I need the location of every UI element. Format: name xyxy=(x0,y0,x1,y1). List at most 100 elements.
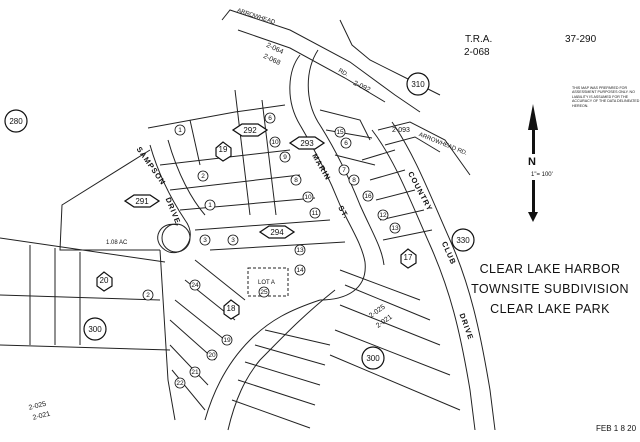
svg-text:12: 12 xyxy=(379,212,387,219)
parcel-291-boundary xyxy=(59,149,160,251)
arrowhead-rd-mid-north xyxy=(377,121,471,176)
block-20-hex xyxy=(96,271,113,292)
lot-line-f xyxy=(171,369,206,411)
svg-text:6: 6 xyxy=(344,140,348,147)
block-vertical-3 xyxy=(189,119,201,166)
lot-line-e xyxy=(169,344,209,386)
scale-note: 1"= 100' xyxy=(531,172,553,178)
svg-text:21: 21 xyxy=(191,369,199,376)
svg-text:22: 22 xyxy=(176,380,184,387)
acreage-label: 1.08 AC xyxy=(106,240,128,246)
page-310-circle xyxy=(406,72,430,96)
block-291-hex xyxy=(123,194,161,208)
page-310-label: 310 xyxy=(411,80,425,89)
north-label: N xyxy=(528,156,536,168)
block-hexagons: 292 293 291 294 19 18 17 20 xyxy=(96,123,417,320)
block-294-label: 294 xyxy=(270,228,284,237)
east-lot-4 xyxy=(379,209,425,221)
date-stamp: FEB 1 8 20 xyxy=(596,424,637,433)
east-lot-5 xyxy=(382,229,433,241)
block-293-row2 xyxy=(334,154,376,166)
svg-text:16: 16 xyxy=(364,193,372,200)
marin-street-east-edge xyxy=(307,49,385,266)
tra-code-mid: 2-093 xyxy=(392,127,410,134)
arrowhead-rd-mid-south xyxy=(384,136,441,153)
page-300-south-label: 300 xyxy=(366,354,380,363)
country-club-drive-west-edge xyxy=(371,129,476,431)
svg-text:3: 3 xyxy=(203,237,207,244)
svg-text:1: 1 xyxy=(208,202,212,209)
block-18-hex xyxy=(223,299,240,320)
lot-line-c xyxy=(174,299,226,341)
block-292-label: 292 xyxy=(243,126,257,135)
block-292-row3 xyxy=(179,197,316,211)
block-20-label: 20 xyxy=(100,276,109,285)
block-19-hex xyxy=(215,141,232,162)
parcel-numbers: 1 6 10 9 8 10 11 15 6 7 8 16 12 13 2 1 3… xyxy=(146,115,399,387)
page-reference: 37-290 xyxy=(565,34,597,45)
tra-label: T.R.A. xyxy=(465,34,493,45)
block-292-row2 xyxy=(169,174,301,191)
block-294-row xyxy=(209,241,346,251)
block-18-label: 18 xyxy=(227,304,236,313)
svg-text:13: 13 xyxy=(391,225,399,232)
east-lot-1 xyxy=(361,149,396,161)
svg-text:10: 10 xyxy=(304,194,312,201)
svg-text:7: 7 xyxy=(342,167,346,174)
block-291-label: 291 xyxy=(135,197,149,206)
east-lot-2 xyxy=(369,169,406,181)
svg-text:10: 10 xyxy=(271,139,279,146)
lot-line-a xyxy=(194,259,246,301)
se-lot-4 xyxy=(237,379,316,406)
block-17-label: 17 xyxy=(404,253,413,262)
block-292-north xyxy=(147,104,286,129)
se-lot-7 xyxy=(344,284,431,321)
svg-text:8: 8 xyxy=(352,177,356,184)
adjacent-page-circles xyxy=(4,72,475,370)
cul-de-sac xyxy=(161,223,191,253)
north-arrow-icon xyxy=(528,104,538,222)
svg-text:15: 15 xyxy=(336,129,344,136)
svg-text:13: 13 xyxy=(296,247,304,254)
west-boundary-road xyxy=(159,249,176,421)
lot-a-label: LOT A xyxy=(258,280,275,286)
sampson-drive-curve xyxy=(149,144,191,254)
svg-text:9: 9 xyxy=(283,154,287,161)
block-294-hex xyxy=(258,225,296,239)
svg-text:2: 2 xyxy=(201,173,205,180)
svg-text:6: 6 xyxy=(268,115,272,122)
block-292-hex xyxy=(231,123,269,137)
svg-text:11: 11 xyxy=(312,210,319,217)
svg-text:20: 20 xyxy=(208,352,216,359)
title-line-3: CLEAR LAKE PARK xyxy=(490,302,610,316)
page-300-south-circle xyxy=(361,346,385,370)
svg-text:8: 8 xyxy=(294,177,298,184)
block-19-label: 19 xyxy=(219,145,228,154)
page-300-west-circle xyxy=(83,317,107,341)
marin-south-curve-outer xyxy=(227,289,336,431)
se-lot-8 xyxy=(339,304,441,346)
block-vertical-1 xyxy=(234,89,251,216)
svg-text:14: 14 xyxy=(296,267,304,274)
svg-text:2: 2 xyxy=(146,292,150,299)
arrowhead-road-north-edge xyxy=(221,9,421,113)
marin-street-west-edge xyxy=(289,54,366,301)
west-lots-north xyxy=(0,237,166,263)
page-280-label: 280 xyxy=(9,117,23,126)
page-280-circle xyxy=(4,109,28,133)
east-lot-3 xyxy=(375,189,416,201)
block-293-outline xyxy=(319,109,371,141)
arrowhead-road-south-edge xyxy=(237,29,386,103)
west-lots-south xyxy=(0,344,171,351)
se-lot-3 xyxy=(244,361,321,386)
se-lot-6 xyxy=(339,269,421,301)
block-294-north xyxy=(194,219,331,231)
title-line-1: CLEAR LAKE HARBOR xyxy=(479,262,621,276)
block-293-hex xyxy=(288,136,326,150)
svg-text:19: 19 xyxy=(223,337,231,344)
svg-text:24: 24 xyxy=(191,282,199,289)
se-lot-1 xyxy=(264,329,331,346)
page-300-west-label: 300 xyxy=(88,325,102,334)
se-lot-10 xyxy=(329,354,461,411)
